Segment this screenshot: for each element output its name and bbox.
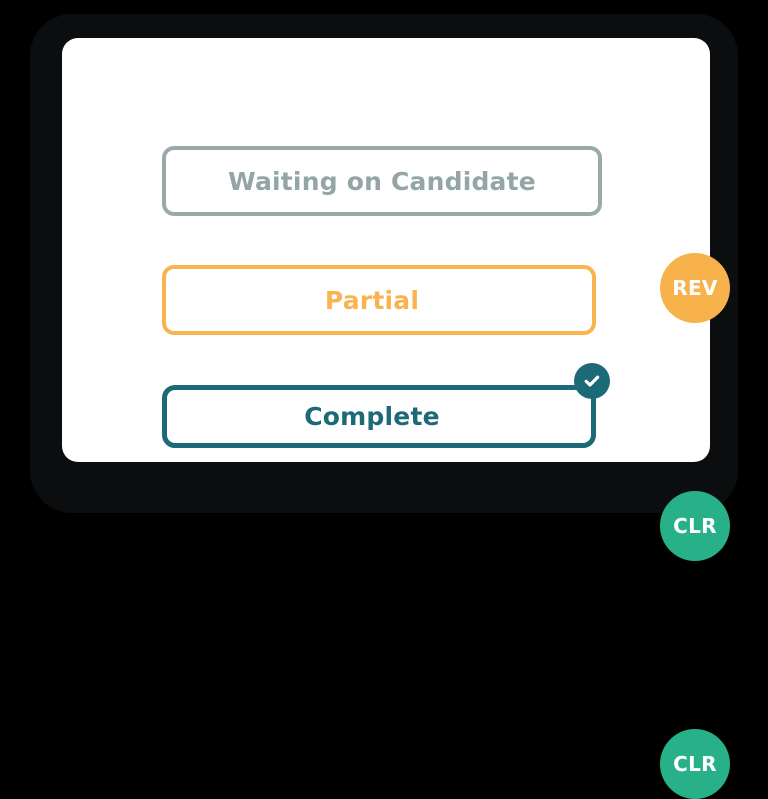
screen-panel: Waiting on Candidate REV Partial CLR Com… <box>62 38 730 799</box>
status-button-label: Complete <box>304 402 440 431</box>
screenshot-stage: Waiting on Candidate REV Partial CLR Com… <box>30 14 738 799</box>
action-circle-label: REV <box>672 276 718 300</box>
action-circle-clr-complete[interactable]: CLR <box>660 729 730 799</box>
checkmark-icon <box>574 363 610 399</box>
status-button-waiting-on-candidate[interactable]: Waiting on Candidate <box>162 146 602 216</box>
status-button-label: Partial <box>324 285 420 315</box>
status-button-complete[interactable]: Complete <box>162 385 596 448</box>
action-circle-rev[interactable]: REV <box>660 253 730 323</box>
action-circle-label: CLR <box>673 514 717 538</box>
action-circle-label: CLR <box>673 752 717 776</box>
status-button-label: Waiting on Candidate <box>228 166 536 196</box>
action-circle-clr-partial[interactable]: CLR <box>660 491 730 561</box>
status-button-partial[interactable]: Partial <box>162 265 596 335</box>
